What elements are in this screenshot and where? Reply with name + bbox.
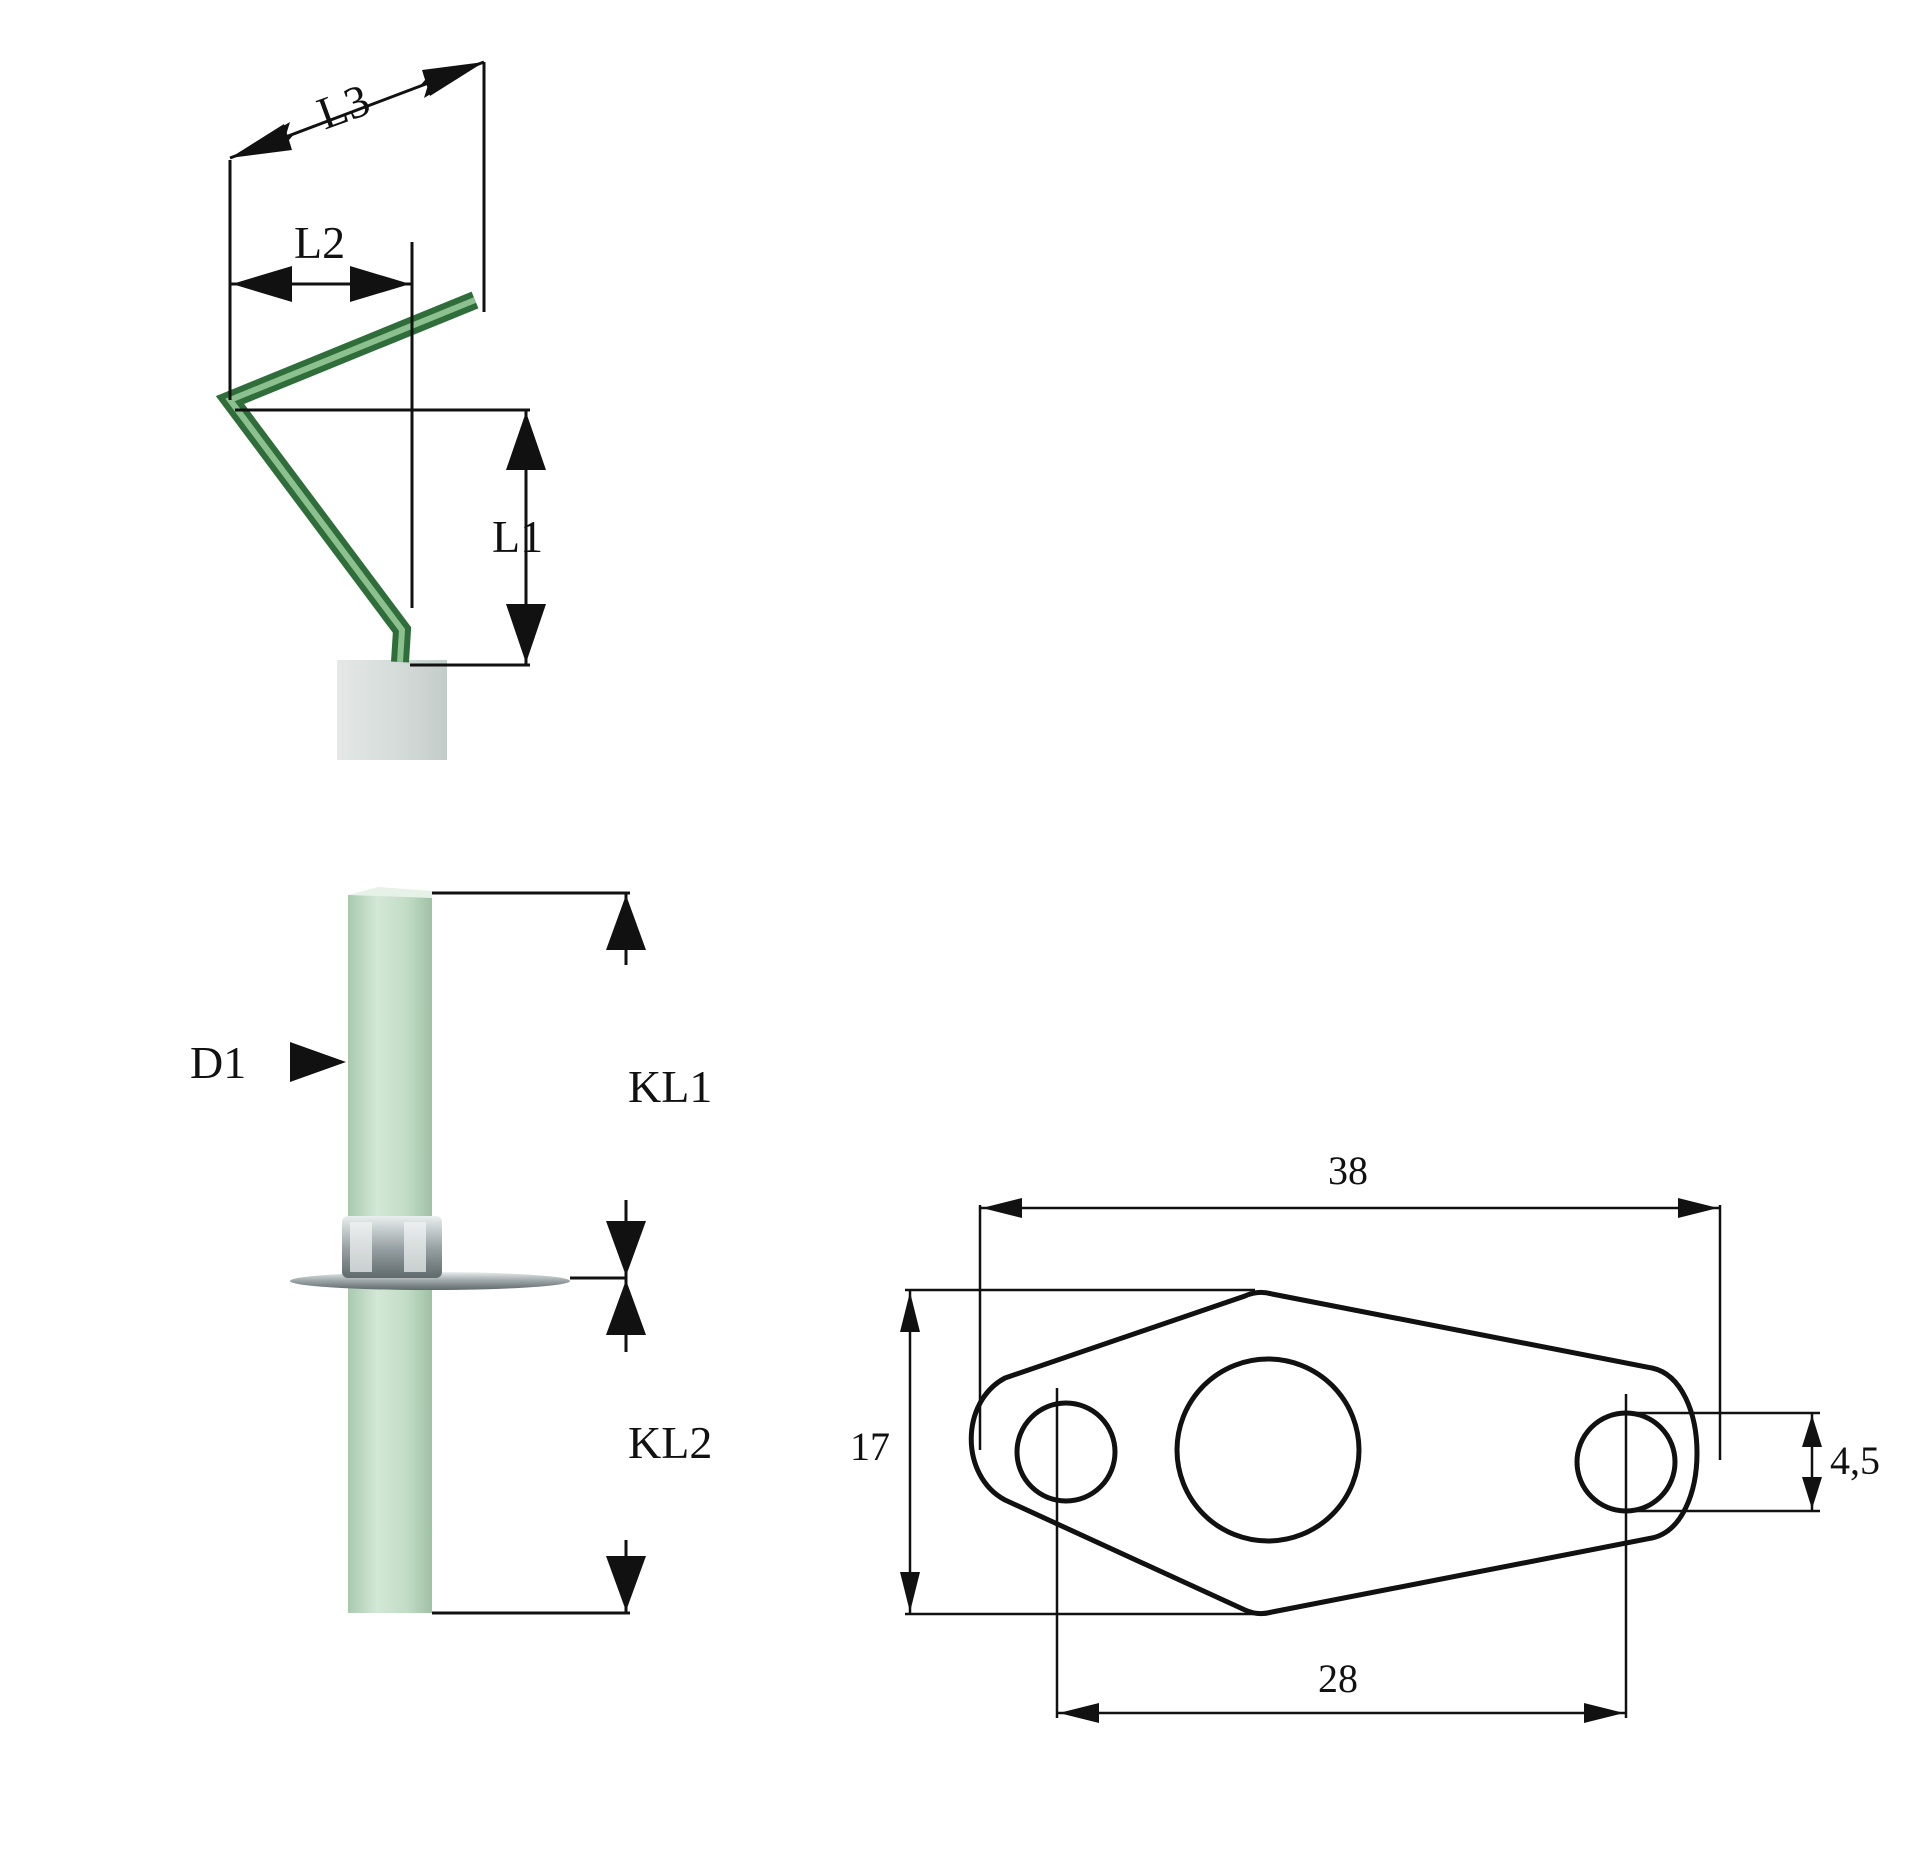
insulator-view: D1 KL1 KL2 xyxy=(190,887,712,1615)
electrode-wire-highlight xyxy=(225,297,477,663)
flange-left-hole xyxy=(1014,1400,1118,1504)
flange-center-hole xyxy=(1174,1356,1362,1544)
l1-label: L1 xyxy=(492,511,543,562)
d1-label: D1 xyxy=(190,1037,246,1088)
flange-hole-spacing-label: 28 xyxy=(1318,1656,1358,1701)
flange-height-label: 17 xyxy=(850,1424,890,1469)
electrode-dimension-lines xyxy=(228,60,530,667)
flange-view: 38 17 28 4,5 xyxy=(850,1148,1880,1723)
nut-highlight xyxy=(350,1222,372,1272)
electrode-wire xyxy=(215,291,479,663)
electrode-arrowheads xyxy=(230,62,546,663)
kl1-label: KL1 xyxy=(628,1061,712,1112)
nut-highlight-2 xyxy=(404,1222,426,1272)
kl2-label: KL2 xyxy=(628,1417,712,1468)
electrode-base-block xyxy=(337,660,447,760)
insulator-arrowheads xyxy=(290,895,646,1611)
insulator-dimension-lines xyxy=(290,891,630,1615)
insulator-top-face xyxy=(348,887,432,898)
flange-outline xyxy=(968,1289,1700,1617)
flange-arrowheads xyxy=(900,1198,1822,1723)
flange-hole-diameter-label: 4,5 xyxy=(1830,1438,1880,1483)
flange-dimension-lines xyxy=(905,1205,1820,1718)
bent-electrode-view: L3 L2 L1 xyxy=(215,60,546,760)
flange-width-label: 38 xyxy=(1328,1148,1368,1193)
l3-label: L3 xyxy=(311,74,376,139)
l2-label: L2 xyxy=(294,217,345,268)
